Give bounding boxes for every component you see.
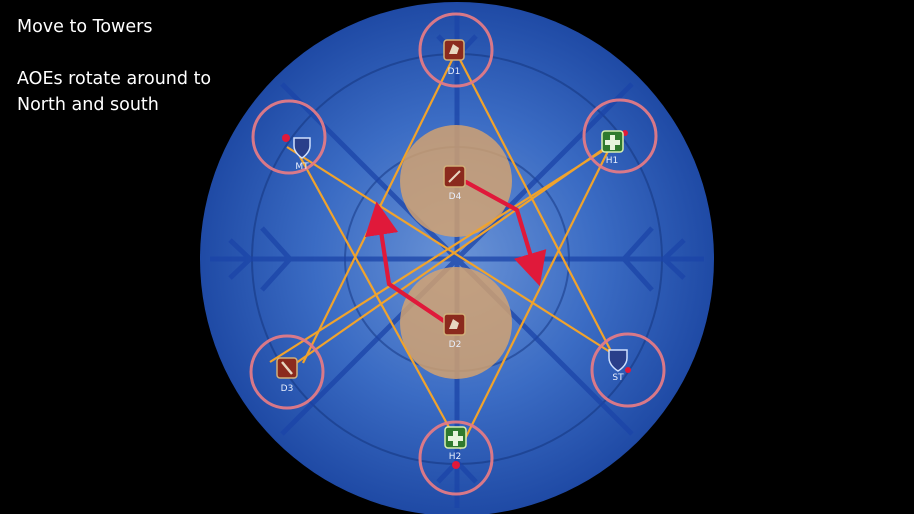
player-st[interactable]: ST	[608, 349, 628, 383]
player-label-mt: MT	[295, 162, 309, 172]
player-label-d4: D4	[449, 192, 462, 202]
tower-markers	[282, 130, 631, 469]
notes-title: Move to Towers	[17, 17, 153, 37]
notes-line-2: North and south	[17, 95, 159, 115]
player-h1[interactable]: H1	[601, 130, 624, 166]
movement-arrows	[364, 179, 547, 324]
shield-icon	[293, 137, 311, 159]
player-d4[interactable]: D4	[443, 165, 466, 202]
strategy-notes: Move to Towers AOEs rotate around to Nor…	[17, 14, 211, 118]
player-label-st: ST	[612, 373, 624, 383]
arrow-d2-route	[364, 201, 447, 324]
player-d3[interactable]: D3	[276, 357, 298, 394]
player-mt[interactable]: MT	[293, 137, 311, 172]
player-d1[interactable]: D1	[443, 39, 465, 77]
player-label-d3: D3	[281, 384, 294, 394]
player-label-h2: H2	[449, 452, 462, 462]
shield-icon	[608, 349, 628, 372]
player-icons: D1 H1 ST H2 D3 MT	[276, 39, 628, 462]
player-d2[interactable]: D2	[443, 313, 466, 350]
fist-glyph	[449, 44, 459, 54]
tower-rings	[249, 12, 666, 496]
player-h2[interactable]: H2	[444, 426, 467, 462]
player-label-h1: H1	[606, 156, 619, 166]
arrow-d4-route	[463, 179, 547, 287]
cross-glyph	[448, 431, 463, 446]
notes-line-1: AOEs rotate around to	[17, 69, 212, 89]
player-label-d2: D2	[449, 340, 462, 350]
arrow-glyph	[281, 361, 293, 375]
cross-glyph	[605, 135, 620, 150]
fist-glyph	[449, 319, 459, 329]
sword-glyph	[448, 170, 461, 183]
player-label-d1: D1	[448, 67, 461, 77]
